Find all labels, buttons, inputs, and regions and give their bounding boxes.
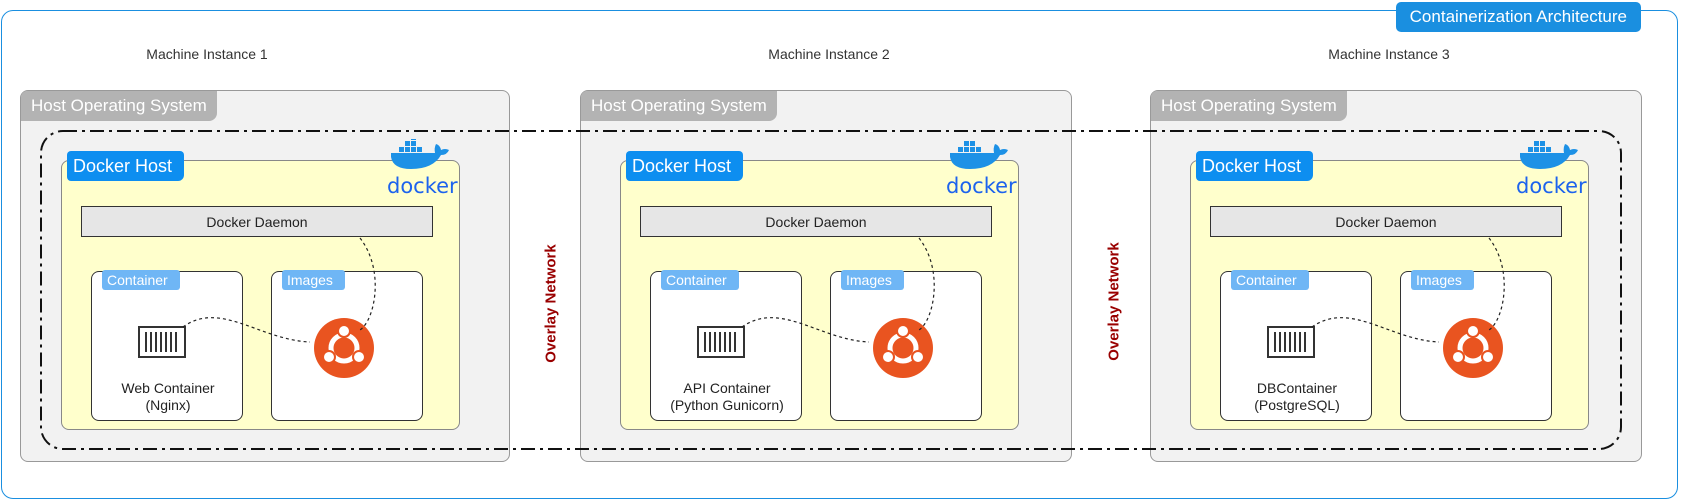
docker-whale-icon: docker <box>387 135 458 198</box>
docker-host-1-label: Docker Host <box>67 151 185 181</box>
container-icon <box>1267 326 1315 358</box>
machine-instance-1-label: Machine Instance 1 <box>146 46 268 62</box>
overlay-network-label-1: Overlay Network <box>542 244 560 363</box>
host-os-1-label: Host Operating System <box>21 91 217 121</box>
images-box-2: Images <box>830 270 982 421</box>
docker-daemon-1: Docker Daemon <box>81 206 433 237</box>
container-name-3-line2: (PostgreSQL) <box>1254 397 1340 413</box>
container-box-3: Container DBContainer (PostgreSQL) <box>1220 270 1373 421</box>
docker-host-3: Docker Host docker Docker Daemon Contain… <box>1190 141 1589 430</box>
docker-whale-icon: docker <box>946 139 1017 198</box>
container-box-2: Container API Container (Python Gunicorn… <box>650 270 803 421</box>
docker-host-2-label: Docker Host <box>626 151 744 181</box>
images-box-1: Images <box>271 270 423 421</box>
container-tag-1: Container <box>102 270 180 290</box>
machine-instance-2-label: Machine Instance 2 <box>768 46 890 62</box>
container-name-2-line1: API Container <box>683 380 771 396</box>
container-name-1-line2: (Nginx) <box>145 397 191 413</box>
container-name-2-line2: (Python Gunicorn) <box>670 397 784 413</box>
host-os-3-label: Host Operating System <box>1151 91 1347 121</box>
host-os-2-label: Host Operating System <box>581 91 777 121</box>
ubuntu-icon <box>873 318 933 378</box>
container-name-3-line1: DBContainer <box>1256 380 1338 396</box>
ubuntu-icon <box>1443 318 1503 378</box>
images-tag-3: Images <box>1411 270 1474 290</box>
docker-logo-text-3: docker <box>1516 174 1587 198</box>
docker-logo-text-1: docker <box>387 174 458 198</box>
ubuntu-icon <box>314 318 374 378</box>
container-name-1-line1: Web Container <box>121 380 215 396</box>
container-name-3: DBContainer (PostgreSQL) <box>1221 380 1373 414</box>
container-tag-3: Container <box>1231 270 1309 290</box>
docker-daemon-2: Docker Daemon <box>640 206 992 237</box>
container-icon <box>138 326 186 358</box>
images-box-3: Images <box>1400 270 1552 421</box>
images-tag-2: Images <box>841 270 904 290</box>
container-box-1: Container Web Container (Nginx) <box>91 270 244 421</box>
docker-whale-icon: docker <box>1516 139 1587 198</box>
machine-instance-3-label: Machine Instance 3 <box>1328 46 1450 62</box>
docker-daemon-3: Docker Daemon <box>1210 206 1562 237</box>
container-name-2: API Container (Python Gunicorn) <box>651 380 803 414</box>
container-name-1: Web Container (Nginx) <box>92 380 244 414</box>
container-icon <box>697 326 745 358</box>
docker-host-1: Docker Host docker Docker Daemon Contain… <box>61 135 460 430</box>
images-tag-1: Images <box>282 270 345 290</box>
container-tag-2: Container <box>661 270 739 290</box>
docker-host-2: Docker Host docker Docker Daemon Contain… <box>620 141 1019 430</box>
architecture-title: Containerization Architecture <box>1395 2 1641 32</box>
overlay-network-label-2: Overlay Network <box>1105 242 1123 361</box>
docker-logo-text-2: docker <box>946 174 1017 198</box>
docker-host-3-label: Docker Host <box>1196 151 1314 181</box>
architecture-frame <box>1 10 1678 499</box>
